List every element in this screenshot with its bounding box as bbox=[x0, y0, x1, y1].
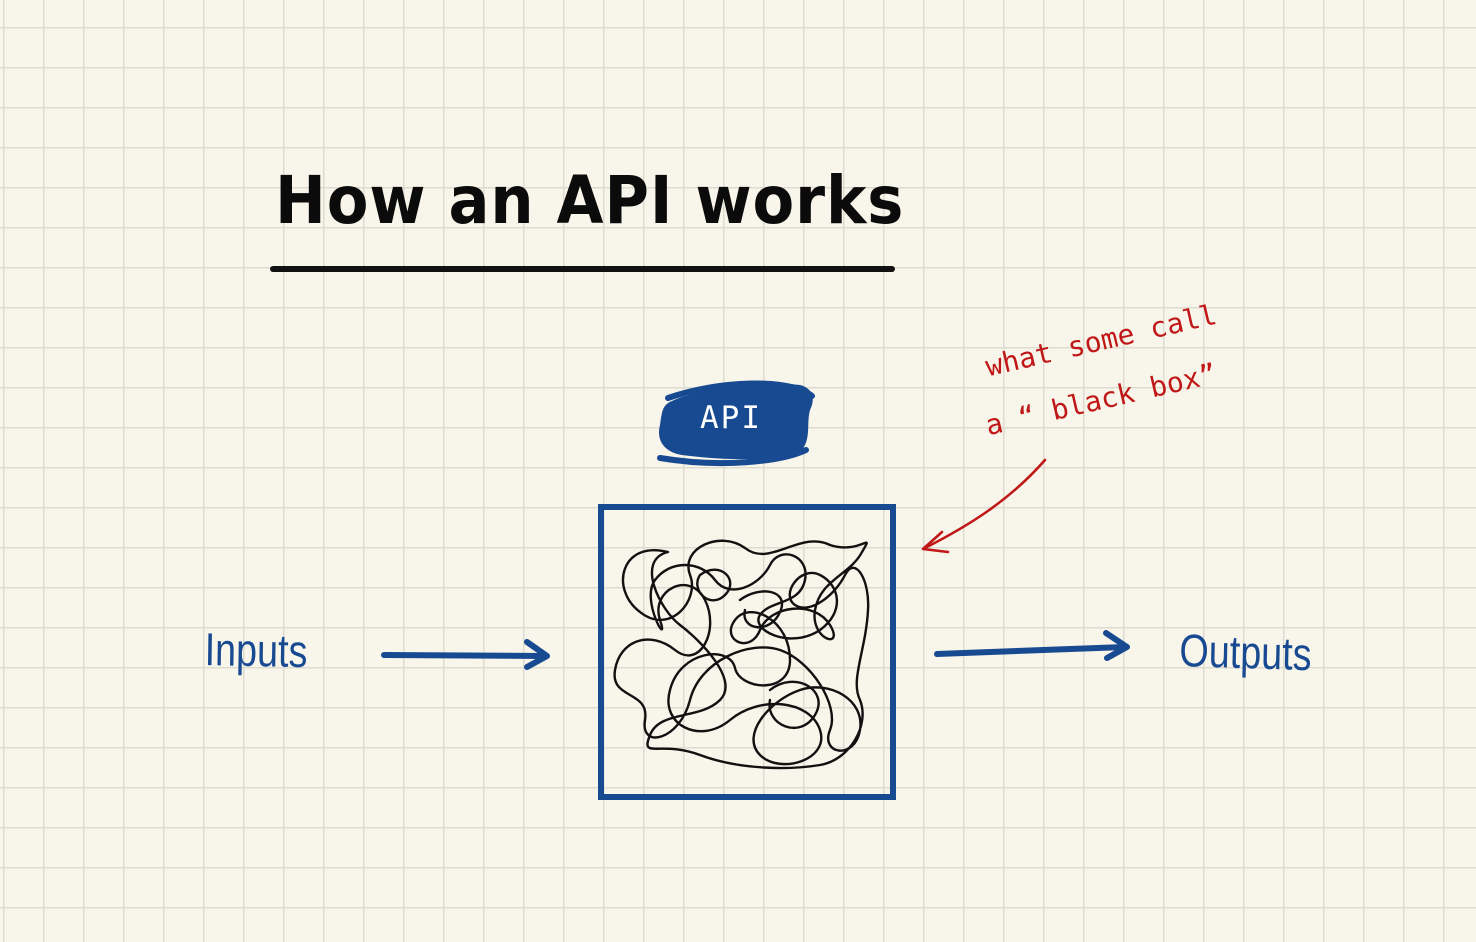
outputs-arrow bbox=[934, 644, 1128, 657]
outputs-label: Outputs bbox=[1178, 624, 1313, 681]
diagram-title: How an API works bbox=[275, 162, 905, 239]
tangled-scribble-extra bbox=[696, 568, 820, 729]
outputs-arrow-head bbox=[1103, 630, 1130, 661]
api-label-highlight-edge bbox=[657, 380, 815, 467]
inputs-label: Inputs bbox=[204, 623, 308, 678]
api-label-highlight bbox=[658, 383, 813, 460]
title-underline bbox=[270, 266, 895, 272]
tangled-scribble bbox=[613, 539, 870, 770]
api-label: API bbox=[700, 400, 762, 436]
inputs-arrow bbox=[381, 652, 548, 659]
api-black-box bbox=[598, 504, 896, 800]
inputs-arrow-head bbox=[524, 639, 550, 670]
annotation-arrow-head bbox=[921, 530, 950, 554]
annotation-arrow bbox=[923, 458, 1047, 550]
